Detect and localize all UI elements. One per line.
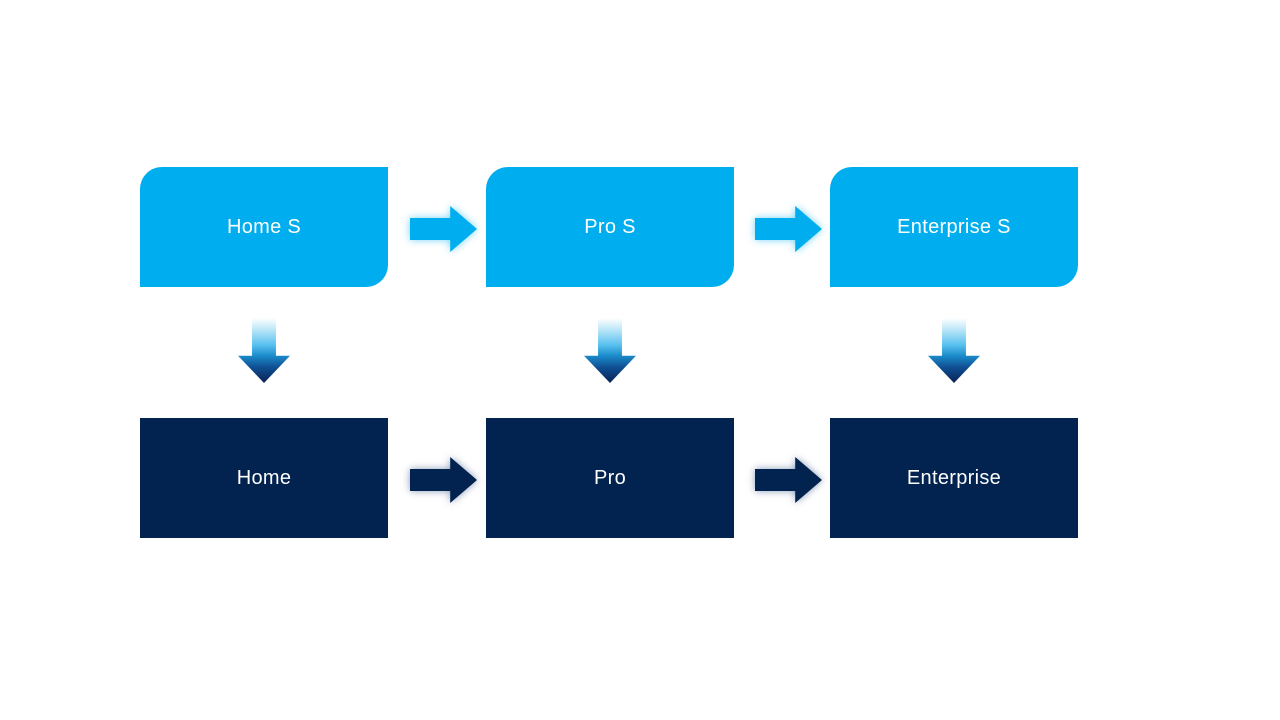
- right-arrow-icon: [755, 206, 822, 252]
- right-arrow-shape: [410, 457, 477, 503]
- down-arrow-icon: [928, 318, 980, 383]
- node-home: Home: [140, 418, 388, 538]
- right-arrow-icon: [755, 457, 822, 503]
- down-arrow-icon: [238, 318, 290, 383]
- node-enterprise-s-label: Enterprise S: [897, 215, 1011, 238]
- node-home-s-label: Home S: [226, 215, 302, 238]
- right-arrow-shape: [755, 206, 822, 252]
- right-arrow-icon: [410, 457, 477, 503]
- node-pro-label: Pro: [593, 466, 627, 489]
- node-enterprise-label: Enterprise: [906, 466, 1002, 489]
- node-pro-s-label: Pro S: [584, 215, 636, 238]
- node-enterprise: Enterprise: [830, 418, 1078, 538]
- right-arrow-shape: [755, 457, 822, 503]
- right-arrow-shape: [410, 206, 477, 252]
- node-home-s: Home S: [140, 167, 388, 287]
- node-home-label: Home: [236, 466, 292, 489]
- node-pro: Pro: [486, 418, 734, 538]
- right-arrow-icon: [410, 206, 477, 252]
- node-pro-s: Pro S: [486, 167, 734, 287]
- down-arrow-icon: [584, 318, 636, 383]
- node-enterprise-s: Enterprise S: [830, 167, 1078, 287]
